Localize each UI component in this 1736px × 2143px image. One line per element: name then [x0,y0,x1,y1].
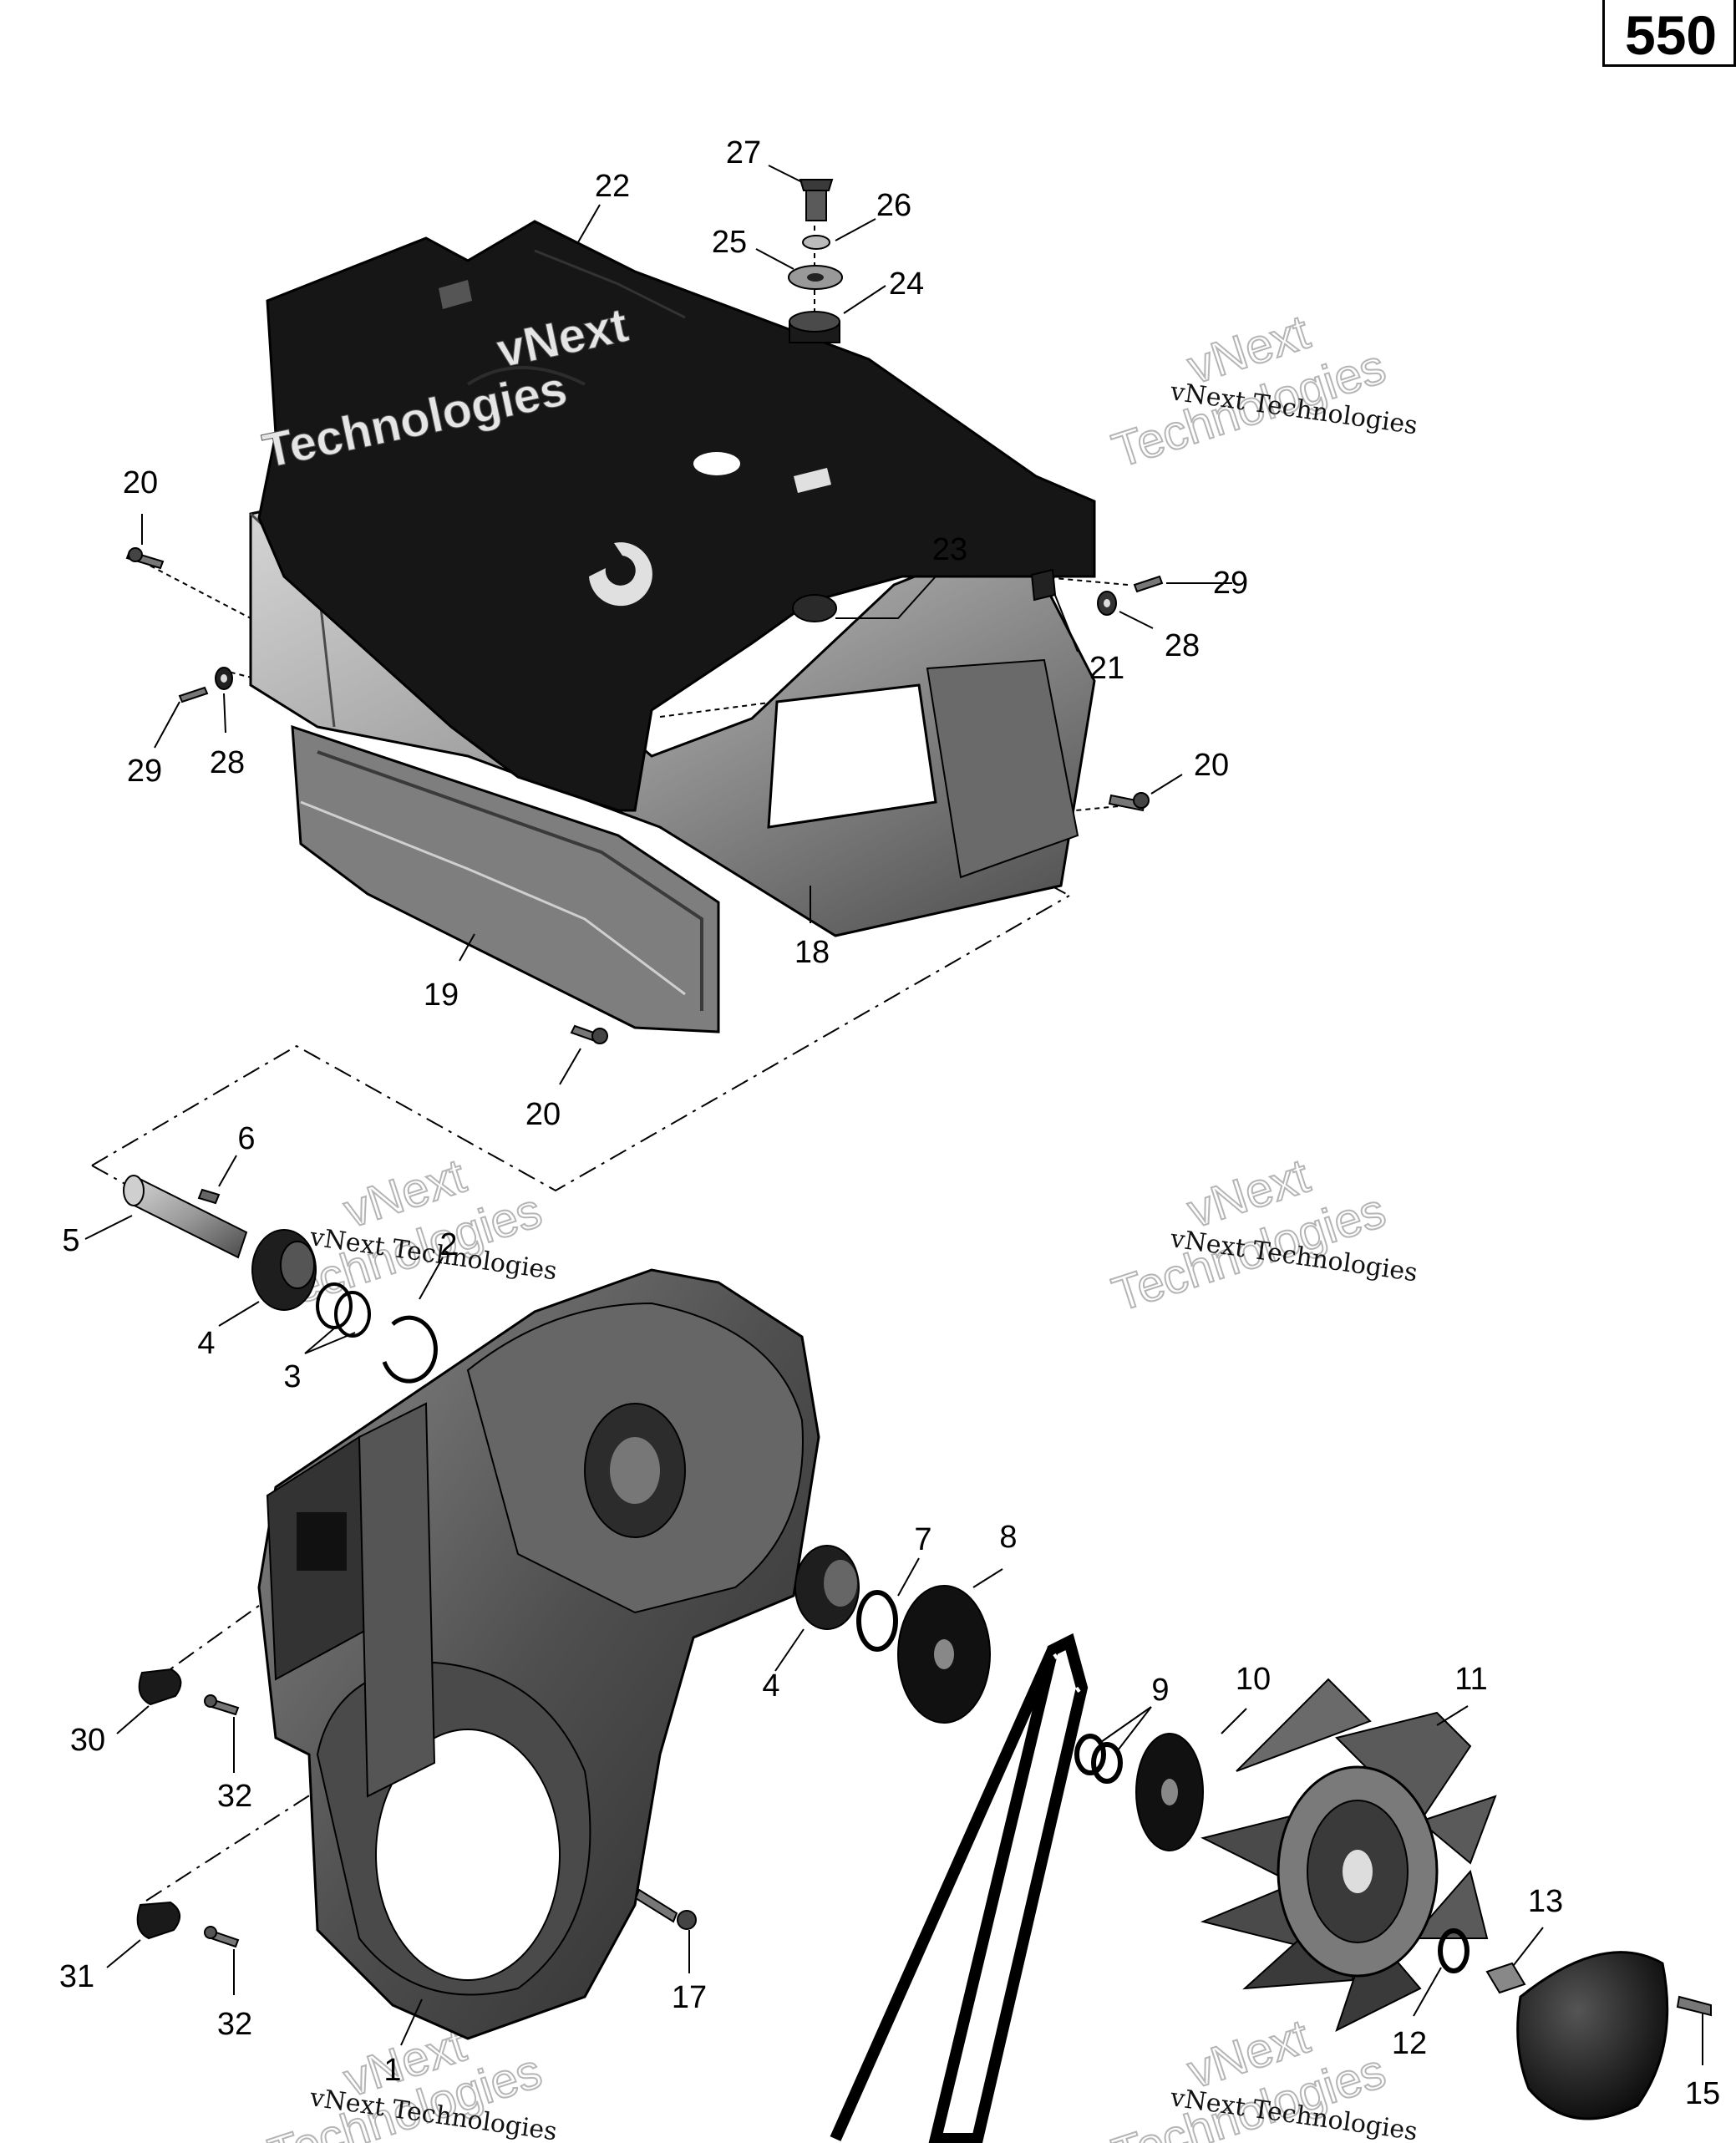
callout-6: 6 [237,1121,255,1156]
part-11-fan [1200,1678,1497,2032]
part-13-nut [1485,1962,1526,1994]
callout-20: 20 [123,465,158,500]
callout-23: 23 [932,532,967,567]
part-9-ring [1074,1734,1106,1775]
callout-5: 5 [62,1223,79,1258]
part-3-ring [316,1282,353,1329]
mounting-hardware [136,1668,697,1948]
cover-vent-hole [693,452,740,475]
part-26-washer [802,235,830,250]
cover-tab [439,280,472,309]
callout-8: 8 [999,1520,1017,1555]
callout-3: 3 [283,1359,301,1394]
callout-31: 31 [59,1959,94,1994]
part-31-clamp [136,1901,180,1940]
callout-27: 27 [726,135,761,170]
callout-19: 19 [424,978,459,1013]
callouts: 22 27 26 25 24 23 21 28 29 20 20 29 28 1… [59,135,1720,2111]
part-22-top-cover: vNext Technologies [257,220,1096,812]
part-7-ring [856,1590,898,1652]
pin-assembly [123,1175,438,1384]
callout-15: 15 [1685,2076,1720,2111]
part-6-key [197,1188,221,1205]
housing-vent-icon [297,1512,347,1571]
callout-26: 26 [876,188,911,223]
callout-2: 2 [439,1227,457,1262]
callout-21: 21 [1089,651,1124,686]
callout-11: 11 [1454,1662,1487,1697]
boundary-line-cover [91,895,1070,1192]
callout-29: 29 [127,754,162,789]
part-29-bolt-left [178,686,209,703]
part-2-circlip [382,1315,438,1384]
page-number-box: 550 [1602,0,1736,67]
part-9-ring [1091,1742,1123,1784]
callout-29: 29 [1213,566,1248,601]
callout-28: 28 [210,745,245,780]
drive-parts [794,1545,1712,2143]
belt [928,1633,1089,2143]
part-30-clamp [138,1668,182,1706]
callout-18: 18 [794,935,830,970]
part-17-bolt [634,1888,678,1923]
callout-9: 9 [1151,1673,1169,1708]
callout-4: 4 [197,1326,215,1361]
part-12-washer [1438,1928,1470,1973]
fastener-stack-top [788,179,843,622]
callout-4: 4 [762,1668,779,1704]
callout-1: 1 [383,2053,401,2088]
callout-30: 30 [70,1723,105,1758]
callout-12: 12 [1392,2026,1427,2061]
part-19-bracket [291,724,720,1033]
callout-17: 17 [672,1980,707,2015]
callout-32: 32 [217,2007,252,2042]
part-23-grommet [792,594,837,622]
callout-7: 7 [914,1522,931,1557]
part-5-pin [128,1176,248,1259]
callout-28: 28 [1165,628,1200,663]
cover-cap [1516,1951,1669,2120]
part-1-housing [257,1268,820,2040]
callout-25: 25 [712,225,747,260]
brp-logo-icon [589,542,652,607]
leader-lines [84,165,1703,2065]
callout-13: 13 [1528,1884,1563,1919]
page-number: 550 [1625,4,1718,66]
part-21-clip [1030,568,1057,602]
small-fasteners [125,547,1164,1044]
part-29-bolt-right [1133,575,1164,593]
callout-32: 32 [217,1779,252,1814]
callout-20: 20 [1194,748,1229,783]
callout-22: 22 [595,169,630,204]
part-15-bolt [1676,1995,1712,2017]
callout-20: 20 [525,1097,561,1132]
callout-24: 24 [889,267,924,302]
callout-10: 10 [1236,1662,1271,1697]
part-3-ring [334,1291,371,1338]
